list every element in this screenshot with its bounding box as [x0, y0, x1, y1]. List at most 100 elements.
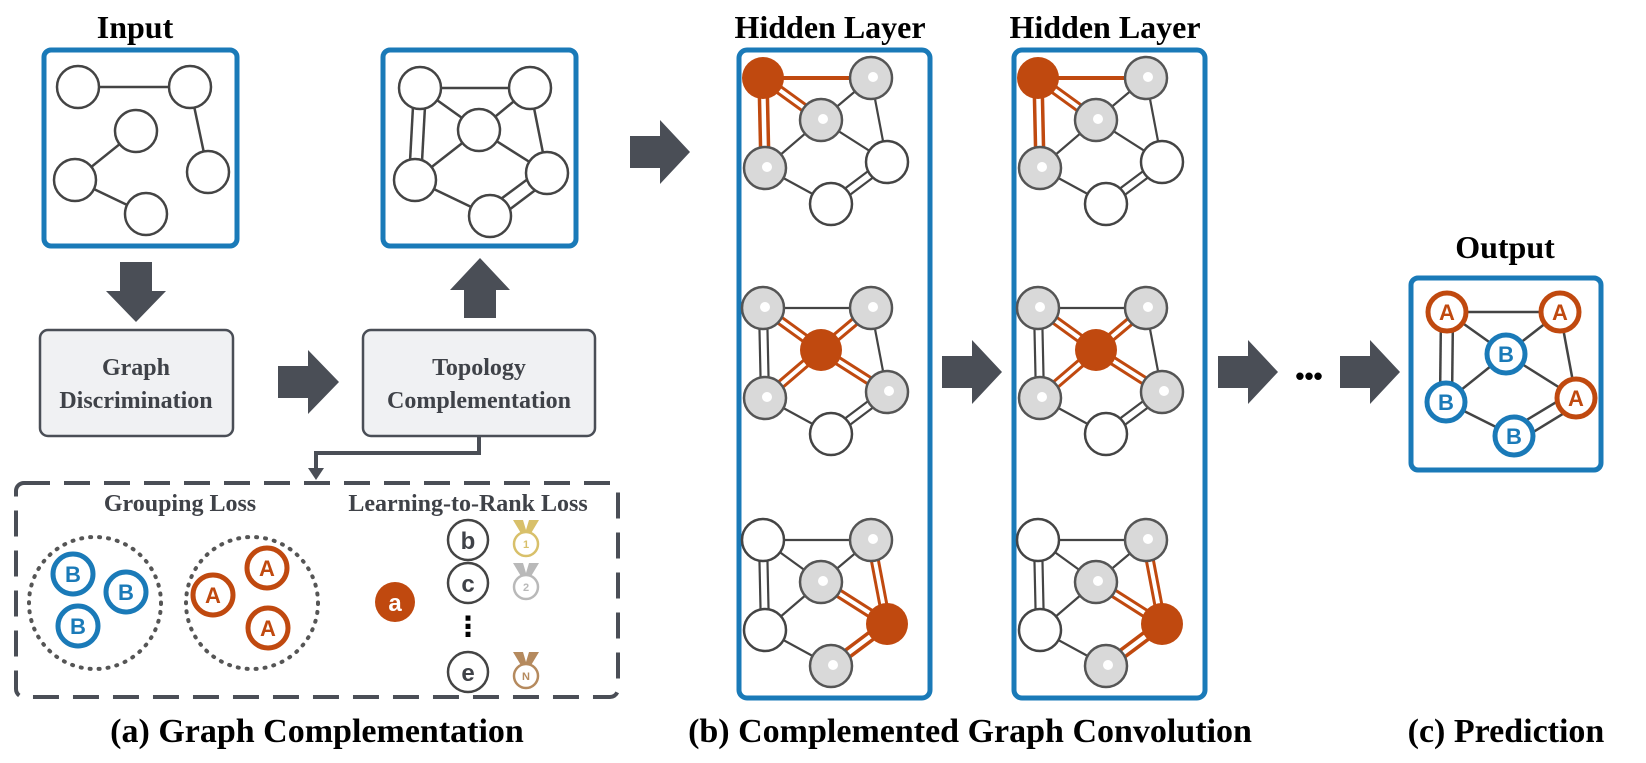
node-highlight [1035, 302, 1045, 312]
node-highlight [1103, 660, 1113, 670]
medal-ribbon [513, 520, 539, 535]
hidden-layer-title-2: Hidden Layer [1009, 9, 1200, 45]
class-node-label: B [65, 562, 81, 587]
node-highlight [868, 72, 878, 82]
output-node-a3: A [1554, 376, 1598, 420]
hidden-graph-2-3 [1015, 517, 1183, 689]
node-highlight [1143, 534, 1153, 544]
node-highlight [1093, 576, 1103, 586]
node [740, 517, 786, 563]
rank-label-2: c [461, 571, 474, 598]
class-node-label: A [205, 583, 221, 608]
arrow-right-hidden [630, 120, 690, 184]
arrow-right-boxes [278, 350, 339, 414]
medal-ribbon [513, 652, 539, 667]
group-node-a3: A [245, 605, 291, 651]
node [864, 139, 910, 185]
loss-connector [314, 436, 481, 470]
rank-label-1: b [461, 528, 476, 555]
rank-node-1 [446, 518, 490, 562]
output-node-a2: A [1538, 290, 1582, 334]
class-node-label: A [1568, 386, 1584, 411]
class-node-ring [245, 605, 291, 651]
class-node-ring [1484, 332, 1528, 376]
node-highlight [1159, 386, 1169, 396]
node [1083, 181, 1129, 227]
node-highlight [884, 386, 894, 396]
graph-discrimination-box [38, 328, 235, 438]
medal-icon-2: 2 [512, 563, 540, 601]
input-title: Input [97, 9, 174, 45]
class-node-ring [50, 551, 96, 597]
center-node [800, 329, 842, 371]
node-highlight [868, 534, 878, 544]
center-node [742, 57, 784, 99]
center-node [1075, 329, 1117, 371]
output-node-a1: A [1425, 290, 1469, 334]
medal-icon-1: 1 [512, 520, 540, 558]
medal-ribbon [513, 563, 539, 578]
center-node [866, 603, 908, 645]
arrow-down [106, 262, 166, 322]
class-node-label: A [260, 616, 276, 641]
topology-complementation-box [361, 328, 597, 438]
class-node-label: B [1438, 390, 1454, 415]
group-a-ring [184, 535, 320, 671]
class-node-label: B [118, 580, 134, 605]
arrow-right-after [1218, 340, 1278, 404]
class-node-label: B [70, 614, 86, 639]
output-node-b3: B [1492, 414, 1536, 458]
group-node-a2: A [190, 572, 236, 618]
ranking-loss-label: Learning-to-Rank Loss [348, 491, 587, 517]
group-node-b3: B [55, 603, 101, 649]
class-node-label: B [1498, 342, 1514, 367]
caption-b: (b) Complemented Graph Convolution [688, 713, 1252, 750]
node-highlight [828, 660, 838, 670]
arrow-up [450, 258, 510, 318]
node [808, 181, 854, 227]
graph-discrimination-line2: Discrimination [59, 388, 212, 414]
hidden-graph-1-3 [740, 517, 908, 689]
node [742, 607, 788, 653]
node-highlight [818, 114, 828, 124]
output-node-b1: B [1484, 332, 1528, 376]
group-node-b1: B [50, 551, 96, 597]
hidden-layer-graphs [740, 55, 1185, 689]
output-node-b2: B [1424, 380, 1468, 424]
class-node-ring [190, 572, 236, 618]
node-highlight [1037, 162, 1047, 172]
output-title: Output [1455, 229, 1555, 265]
arrow-right-layers [942, 340, 1002, 404]
grouping-loss-label: Grouping Loss [104, 491, 256, 517]
rank-medals: 1 2N [512, 520, 540, 690]
class-node-ring [1424, 380, 1468, 424]
class-node-label: A [1439, 300, 1455, 325]
loss-connector-head [308, 468, 324, 480]
class-node-ring [1492, 414, 1536, 458]
medal-disc [512, 662, 540, 690]
node [808, 411, 854, 457]
node [1015, 517, 1061, 563]
medal-rank: 1 [523, 539, 529, 551]
input-graph-nodes [52, 64, 231, 237]
class-node-label: A [259, 556, 275, 581]
center-node [1017, 57, 1059, 99]
hidden-graph-1-1 [742, 55, 910, 227]
topology-complementation-line1: Topology [432, 355, 526, 381]
hidden-graph-1-2 [740, 285, 910, 457]
group-b-ring [27, 535, 163, 671]
medal-icon-3: N [512, 652, 540, 690]
node-highlight [1093, 114, 1103, 124]
anchor-node [375, 582, 415, 622]
caption-a: (a) Graph Complementation [110, 713, 524, 750]
class-node-label: B [1506, 424, 1522, 449]
class-node-ring [1538, 290, 1582, 334]
medal-rank: 2 [523, 582, 529, 594]
group-node-b2: B [103, 569, 149, 615]
center-node [1141, 603, 1183, 645]
node [1083, 411, 1129, 457]
node-highlight [868, 302, 878, 312]
class-node-ring [1554, 376, 1598, 420]
group-node-a1: A [244, 545, 290, 591]
